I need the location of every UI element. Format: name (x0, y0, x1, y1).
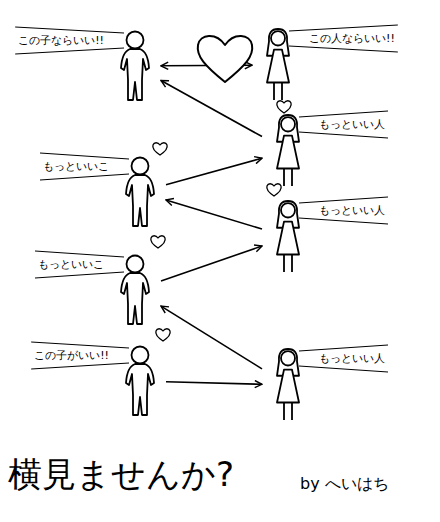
speech-line (31, 342, 129, 348)
boy-figure: この子がいい!! (117, 345, 163, 417)
speech-line (40, 174, 129, 180)
arrow (166, 382, 262, 385)
speech-line (15, 27, 124, 33)
signature: by へいはち (300, 474, 389, 495)
girl-figure: もっといい人 (265, 200, 311, 274)
small-heart (151, 236, 165, 248)
speech-line (299, 366, 388, 372)
dress (277, 222, 299, 255)
stick-figure (117, 345, 163, 417)
stick-figure (265, 348, 311, 422)
head (281, 351, 295, 365)
body-outline (126, 364, 154, 415)
body-outline (121, 49, 149, 100)
speech-text: もっといい人 (319, 204, 385, 217)
speech-text: この人ならいい!! (309, 32, 395, 45)
speech-text: もっといいこ (38, 258, 104, 271)
dress (277, 136, 299, 169)
arrow (166, 200, 262, 229)
speech-text: もっといいこ (43, 160, 109, 173)
speech-text: もっといい人 (319, 352, 385, 365)
stick-figure (117, 156, 163, 228)
speech-text: この子がいい!! (34, 349, 109, 362)
dress (277, 370, 299, 403)
big-heart (198, 36, 253, 82)
stick-figure (265, 114, 311, 188)
head (132, 347, 149, 364)
body-outline (121, 273, 149, 324)
head (271, 31, 285, 45)
arrow (166, 158, 262, 185)
speech-text: この子ならいい!! (18, 34, 104, 47)
arrow (161, 246, 262, 281)
stick-figure (265, 200, 311, 274)
girl-figure: もっといい人 (265, 114, 311, 188)
speech-line (31, 363, 129, 369)
legs (284, 254, 292, 271)
small-heart (277, 101, 291, 113)
speech-line (289, 25, 398, 31)
speech-line (35, 272, 124, 278)
boy-figure: もっといいこ (117, 156, 163, 228)
speech-text: もっといい人 (319, 118, 385, 131)
legs (274, 82, 282, 99)
small-heart (267, 184, 281, 196)
head (132, 158, 149, 175)
speech-line (299, 132, 388, 138)
head (281, 117, 295, 131)
stick-figure (255, 28, 301, 102)
speech-line (299, 218, 388, 224)
girl-figure: もっといい人 (265, 348, 311, 422)
small-heart (153, 143, 167, 155)
speech-line (299, 111, 388, 117)
body-outline (126, 175, 154, 226)
speech-line (299, 197, 388, 203)
speech-line (40, 153, 129, 159)
small-heart (156, 329, 170, 341)
boy-figure: もっといいこ (112, 254, 158, 326)
dress (267, 50, 289, 83)
speech-line (15, 48, 124, 54)
boy-figure: この子ならいい!! (112, 30, 158, 102)
speech-line (35, 251, 124, 257)
speech-line (299, 345, 388, 351)
girl-figure: この人ならいい!! (255, 28, 301, 102)
stick-figure (112, 254, 158, 326)
arrow (161, 306, 262, 369)
legs (284, 402, 292, 419)
arrow (161, 80, 262, 136)
legs (284, 168, 292, 185)
head (127, 32, 144, 49)
title: 横見ませんか? (8, 452, 234, 498)
speech-line (289, 46, 398, 52)
head (281, 203, 295, 217)
head (127, 256, 144, 273)
stick-figure (112, 30, 158, 102)
